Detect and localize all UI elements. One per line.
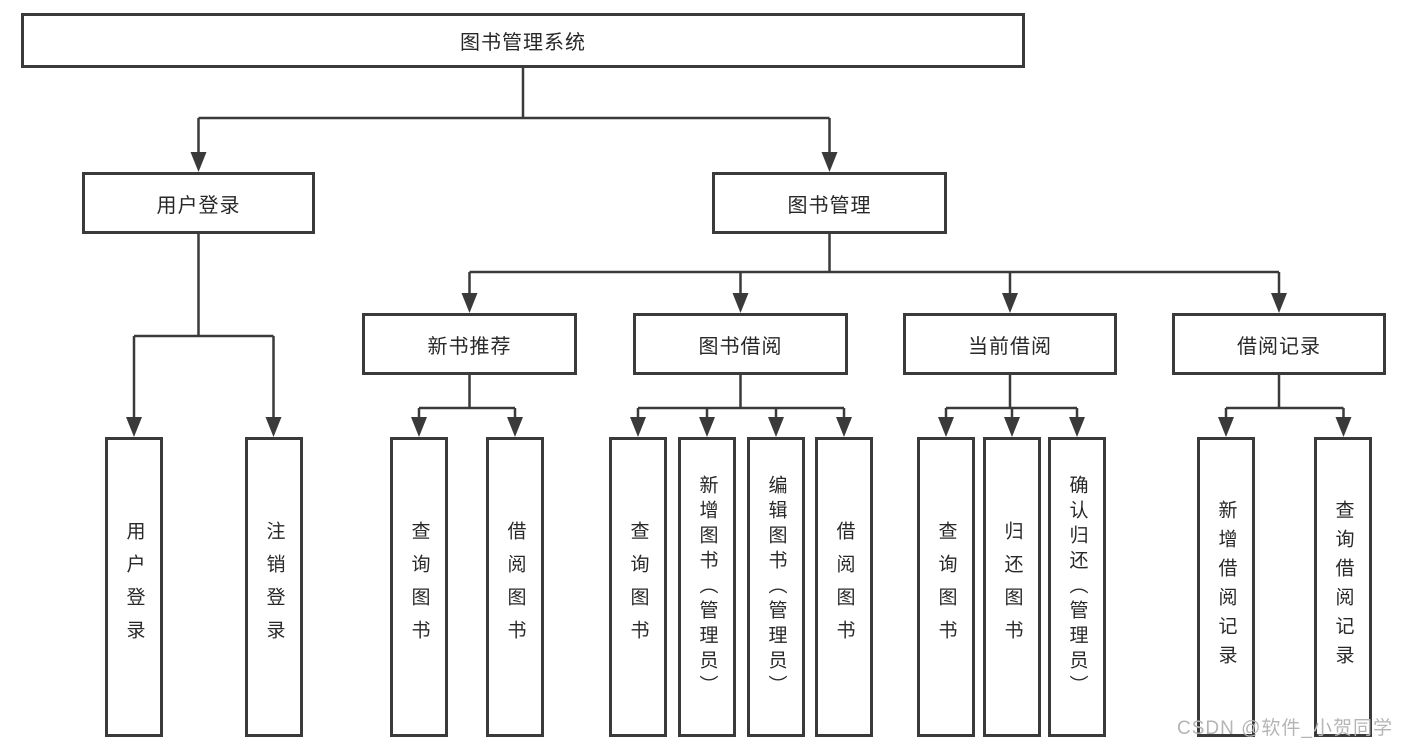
arrow-down-icon [821, 152, 838, 172]
node-new-book-recommend: 新书推荐 [362, 313, 577, 375]
watermark: CSDN @软件_小贺同学 [1177, 718, 1393, 739]
node-root-label: 图书管理系统 [460, 32, 586, 54]
arrow-down-icon [461, 293, 478, 313]
arrow-down-icon [126, 417, 142, 437]
leaf-borrow-books-recommend-label: 借阅图书 [504, 521, 526, 653]
leaf-return-books-label: 归还图书 [1001, 521, 1023, 653]
leaf-add-borrow-record-label: 新增借阅记录 [1215, 500, 1237, 674]
node-borrow-records-label: 借阅记录 [1237, 335, 1321, 358]
arrow-down-icon [1004, 417, 1020, 437]
node-borrow-records: 借阅记录 [1172, 313, 1386, 375]
leaf-query-books-borrow: 查询图书 [609, 437, 667, 737]
node-root: 图书管理系统 [21, 13, 1025, 68]
arrow-down-icon [265, 417, 282, 437]
leaf-borrow-books-recommend: 借阅图书 [486, 437, 544, 737]
node-user-login: 用户登录 [82, 172, 315, 234]
arrow-down-icon [190, 152, 207, 172]
arrow-down-icon [768, 417, 784, 437]
leaf-user-login: 用户登录 [105, 437, 163, 737]
connector-current-borrow [944, 375, 1079, 422]
leaf-return-books: 归还图书 [983, 437, 1041, 737]
leaf-add-borrow-record: 新增借阅记录 [1197, 437, 1255, 737]
leaf-add-book-admin-label: 新增图书（管理员） [696, 474, 718, 700]
connector-new-book-recommend [417, 375, 517, 422]
connector-book-borrow [636, 375, 846, 422]
leaf-query-borrow-record-label: 查询借阅记录 [1332, 500, 1354, 674]
leaf-query-books-recommend: 查询图书 [390, 437, 448, 737]
arrow-down-icon [411, 417, 427, 437]
leaf-borrow-books-label: 借阅图书 [833, 521, 855, 653]
node-book-management: 图书管理 [712, 172, 947, 234]
leaf-query-books-recommend-label: 查询图书 [408, 521, 430, 653]
leaf-confirm-return-admin: 确认归还（管理员） [1048, 437, 1106, 737]
node-current-borrow-label: 当前借阅 [968, 335, 1052, 358]
leaf-query-books-borrow-label: 查询图书 [627, 521, 649, 653]
connector-user-login [132, 234, 275, 422]
arrow-down-icon [1218, 417, 1234, 437]
arrow-down-icon [699, 417, 715, 437]
node-new-book-recommend-label: 新书推荐 [427, 335, 512, 358]
arrow-down-icon [836, 417, 852, 437]
connector-root [197, 68, 831, 157]
leaf-add-book-admin: 新增图书（管理员） [678, 437, 736, 737]
node-user-login-label: 用户登录 [156, 194, 241, 217]
node-book-borrow-label: 图书借阅 [698, 335, 783, 358]
leaf-logout-label: 注销登录 [263, 521, 285, 653]
arrow-down-icon [732, 293, 749, 313]
arrow-down-icon [1002, 293, 1018, 313]
arrow-down-icon [1335, 417, 1352, 437]
leaf-confirm-return-admin-label: 确认归还（管理员） [1066, 474, 1088, 700]
leaf-query-borrow-record: 查询借阅记录 [1314, 437, 1372, 737]
leaf-edit-book-admin: 编辑图书（管理员） [747, 437, 805, 737]
arrow-down-icon [630, 417, 646, 437]
leaf-user-login-label: 用户登录 [123, 521, 145, 653]
leaf-query-books-current: 查询图书 [917, 437, 975, 737]
node-book-management-label: 图书管理 [787, 194, 872, 217]
node-book-borrow: 图书借阅 [633, 313, 848, 375]
connector-book-management [468, 234, 1281, 298]
leaf-edit-book-admin-label: 编辑图书（管理员） [765, 474, 787, 700]
arrow-down-icon [938, 417, 954, 437]
leaf-borrow-books: 借阅图书 [815, 437, 873, 737]
connector-borrow-records [1224, 375, 1345, 422]
arrow-down-icon [1069, 417, 1085, 437]
node-current-borrow: 当前借阅 [903, 313, 1117, 375]
arrow-down-icon [507, 417, 523, 437]
arrow-down-icon [1271, 293, 1287, 313]
leaf-logout: 注销登录 [245, 437, 303, 737]
leaf-query-books-current-label: 查询图书 [935, 521, 957, 653]
